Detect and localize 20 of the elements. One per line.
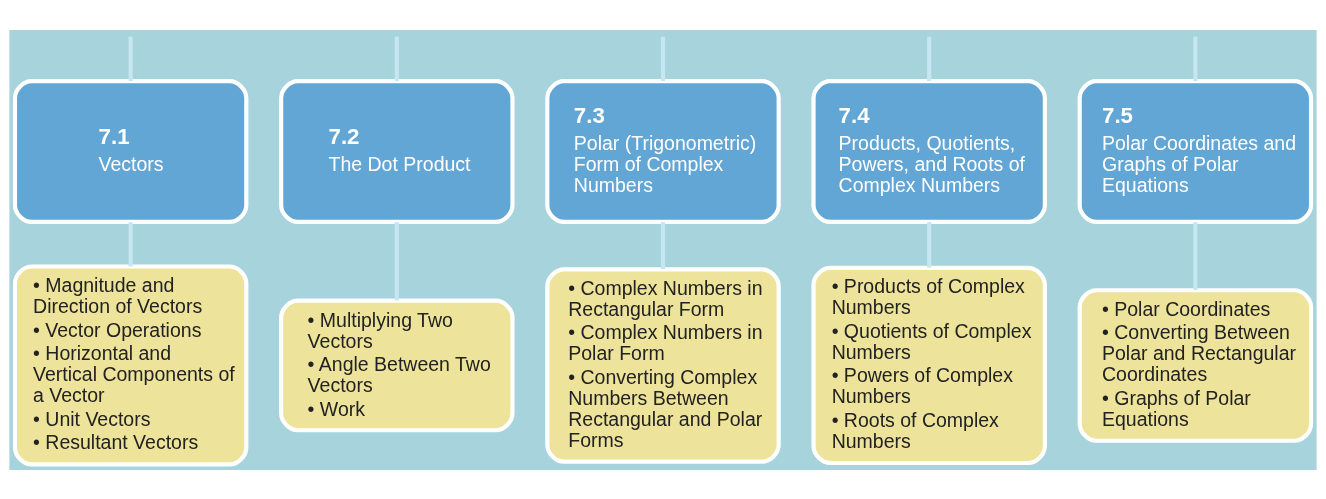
node-box: 7.2 The Dot Product [279,78,515,224]
connector [1193,221,1198,290]
node-box: • Polar Coordinates • Converting Between Polar and Rectangular Coordinates • Graphs of Polar Equations [1077,287,1314,443]
node-box: 7.3 Polar (Trigonometric) Form of Complex Numbers [545,78,781,224]
connector [394,221,399,300]
node-box: 7.5 Polar Coordinates and Graphs of Polar Equations [1077,78,1314,224]
node-box: • Multiplying Two Vectors • Angle Between Two Vectors • Work [279,298,515,432]
connector [660,221,666,269]
connector [394,36,399,81]
connector [660,36,666,81]
connector [128,221,133,266]
node-box: 7.1 Vectors [12,78,249,224]
node-box: • Complex Numbers in Rectangular Form • Complex Numbers in Polar Form • Converting Complex Numbers Between Rectangular and Polar Forms [545,266,781,464]
node-box: • Magnitude and Direction of Vectors • Vector Operations • Horizontal and Vertical Components of a Vector • Unit Vectors • Resultant Vectors [12,263,249,466]
node-box: 7.4 Products, Quotients, Powers, and Roots of Complex Numbers [811,78,1047,224]
connector [128,36,133,81]
connector [927,36,932,81]
connector [1193,36,1198,81]
connector [927,221,932,268]
node-box: • Products of Complex Numbers • Quotients of Complex Numbers • Powers of Complex Numbers • Roots of Complex Numbers [811,265,1047,465]
